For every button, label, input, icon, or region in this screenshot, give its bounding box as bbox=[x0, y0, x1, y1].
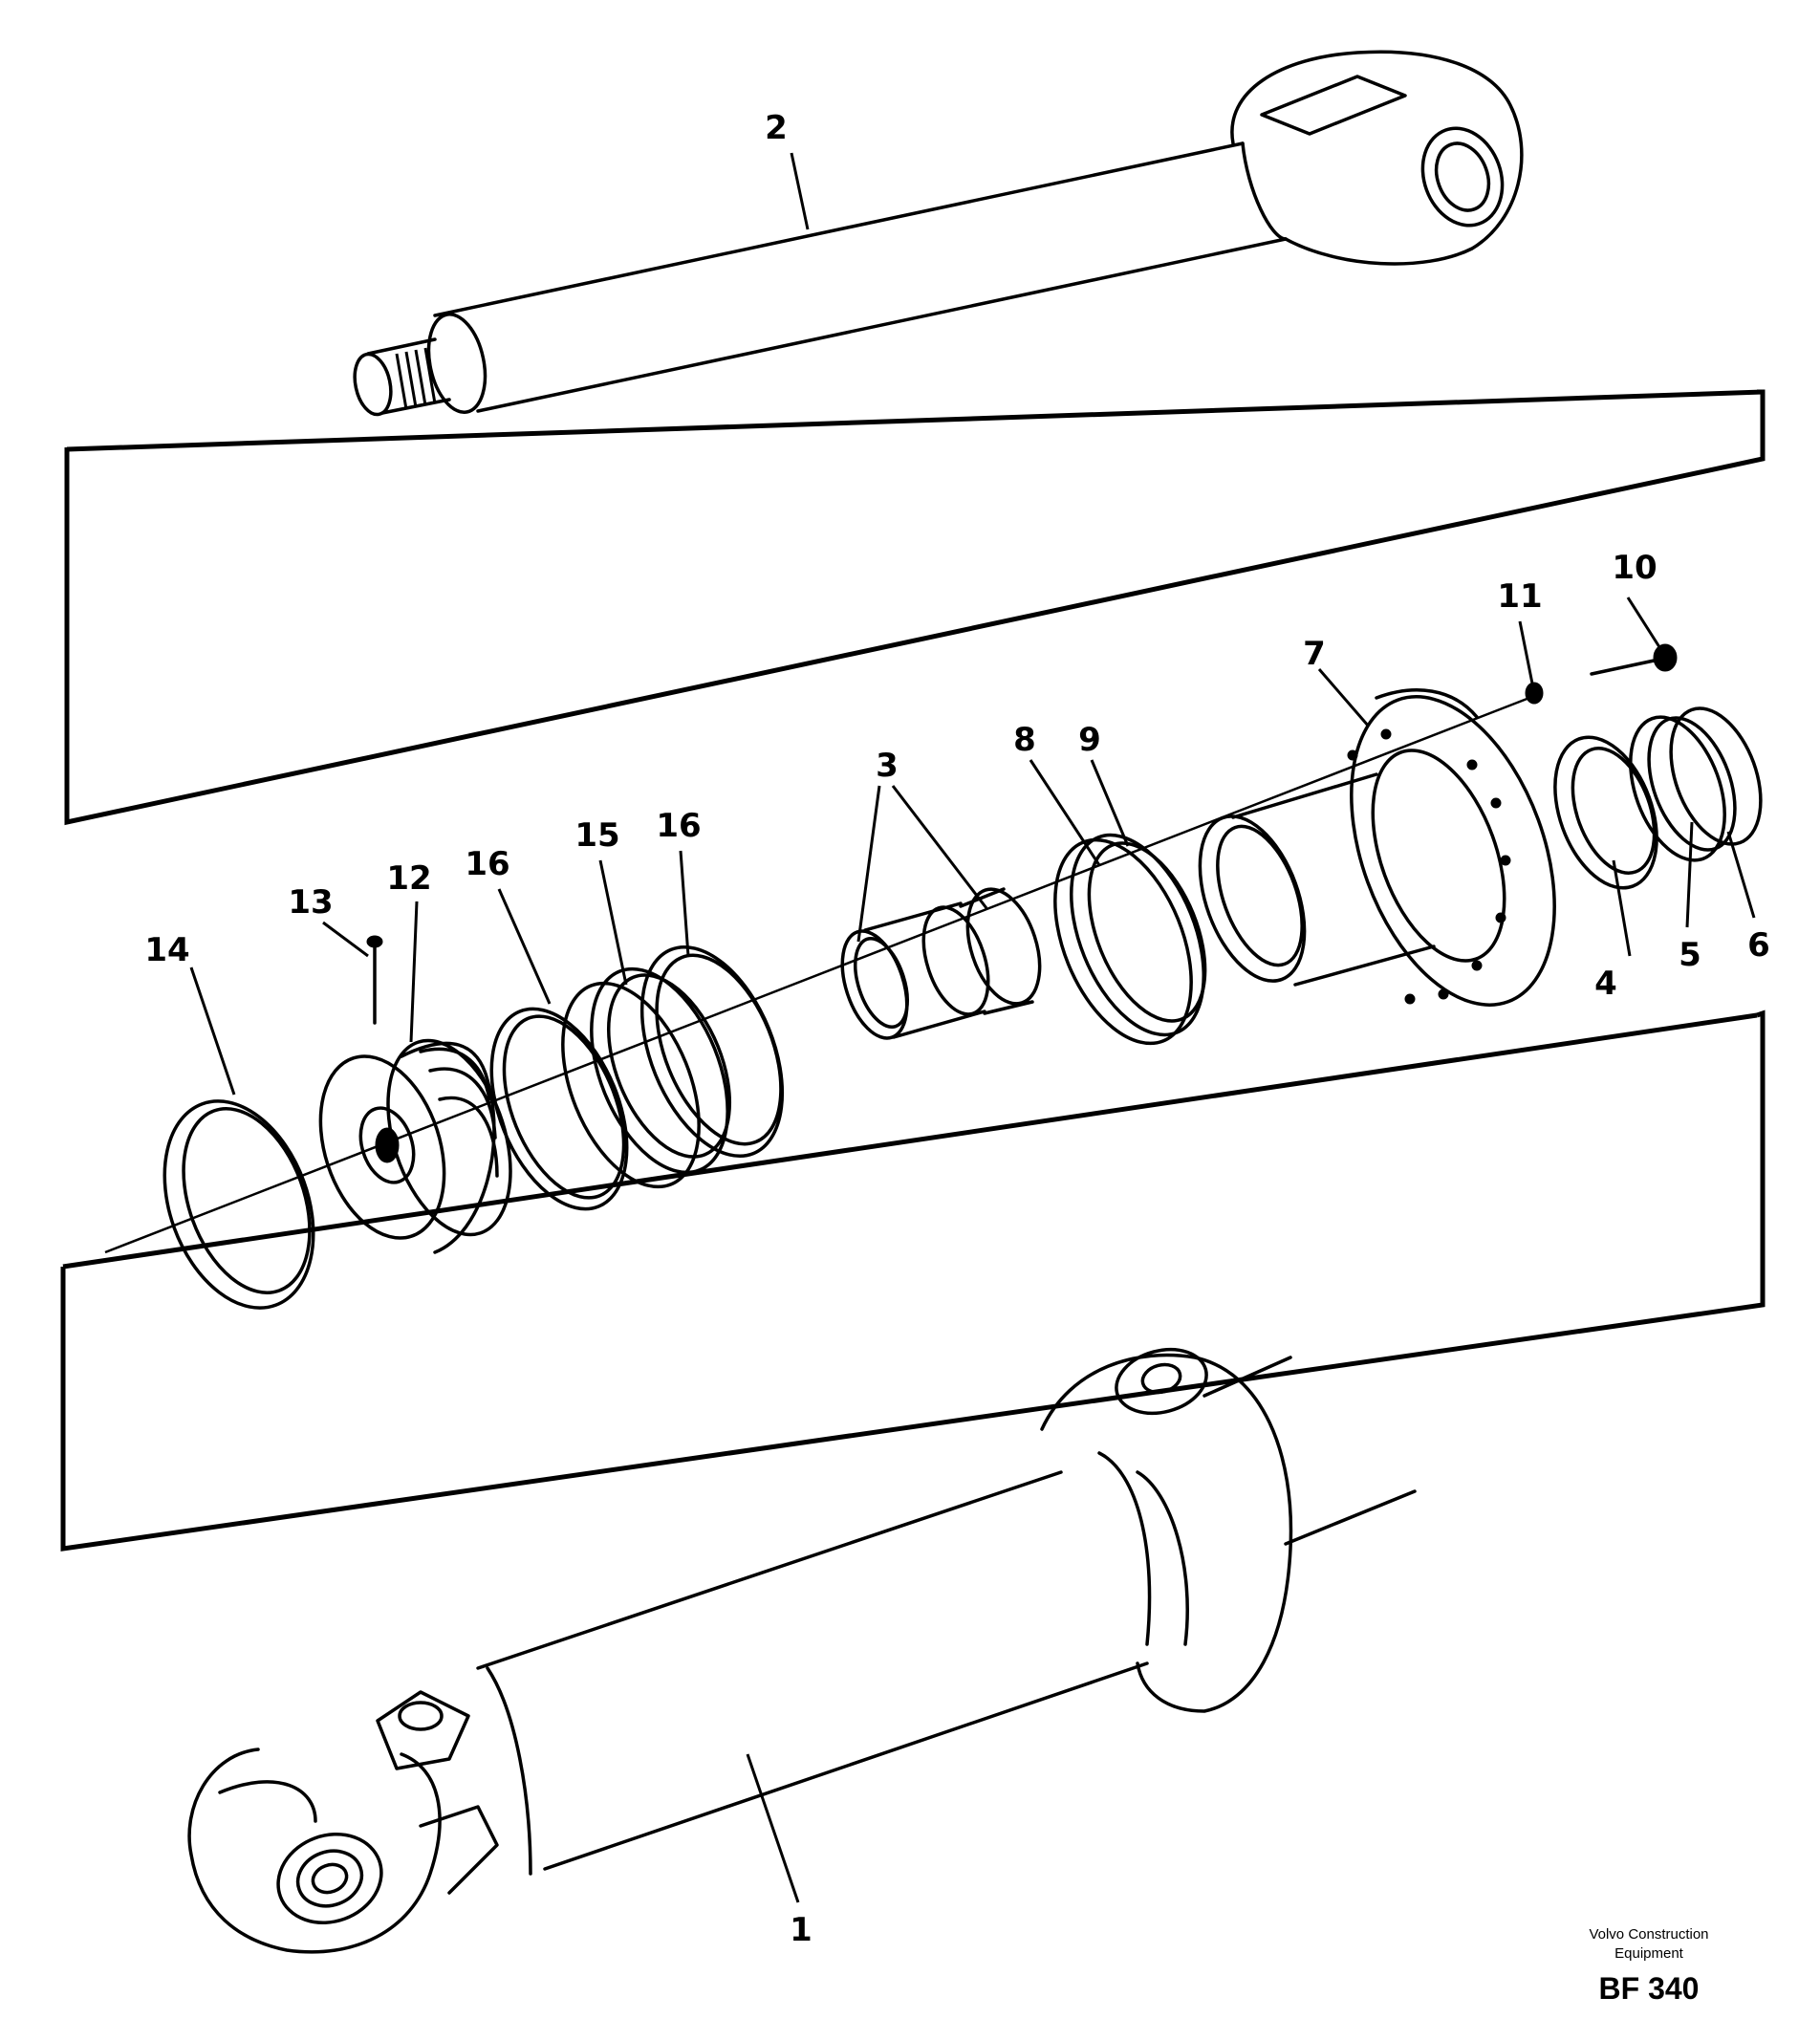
callout-16-left: 16 bbox=[465, 845, 509, 883]
callout-16-right: 16 bbox=[656, 807, 701, 845]
part-15-piston-seal bbox=[561, 966, 732, 1189]
callout-8: 8 bbox=[1013, 721, 1036, 759]
callout-7: 7 bbox=[1303, 635, 1326, 673]
part-14-wiper-ring bbox=[162, 1099, 315, 1310]
callout-3: 3 bbox=[876, 747, 899, 785]
callout-15: 15 bbox=[574, 816, 619, 855]
part-7-cylinder-head bbox=[1198, 688, 1556, 1007]
callout-12: 12 bbox=[386, 859, 431, 898]
callout-5: 5 bbox=[1679, 936, 1701, 974]
callout-14: 14 bbox=[144, 931, 189, 969]
callout-6: 6 bbox=[1747, 926, 1770, 965]
part-13-pin bbox=[366, 935, 383, 1025]
callout-1: 1 bbox=[790, 1911, 812, 1949]
callout-2: 2 bbox=[765, 109, 788, 147]
part-axis bbox=[104, 696, 1530, 1254]
leader-lines bbox=[189, 152, 1756, 1903]
callout-13: 13 bbox=[288, 883, 333, 922]
callout-11: 11 bbox=[1497, 577, 1542, 616]
part-12-piston bbox=[318, 1038, 512, 1254]
part-4-5-6-rod-seals bbox=[1553, 706, 1763, 890]
part-3-bushings bbox=[840, 887, 1042, 1040]
piston-rod bbox=[353, 50, 1524, 417]
exploded-frame bbox=[60, 389, 1766, 1552]
part-16-o-ring-left bbox=[489, 1007, 629, 1211]
part-16-guide-ring-right bbox=[639, 944, 785, 1159]
callouts: 2 3 8 9 7 10 11 4 5 6 14 13 12 16 15 16 … bbox=[144, 109, 1770, 1949]
page-code: BF 340 bbox=[1598, 1971, 1700, 2006]
callout-10: 10 bbox=[1612, 549, 1657, 587]
callout-4: 4 bbox=[1594, 965, 1617, 1003]
publisher-name-line1: Volvo Construction bbox=[1589, 1926, 1709, 1943]
callout-9: 9 bbox=[1078, 721, 1101, 759]
part-10-11-screw bbox=[1525, 643, 1678, 705]
publisher-name-line2: Equipment bbox=[1614, 1945, 1683, 1962]
cylinder-tube bbox=[187, 1347, 1417, 1954]
